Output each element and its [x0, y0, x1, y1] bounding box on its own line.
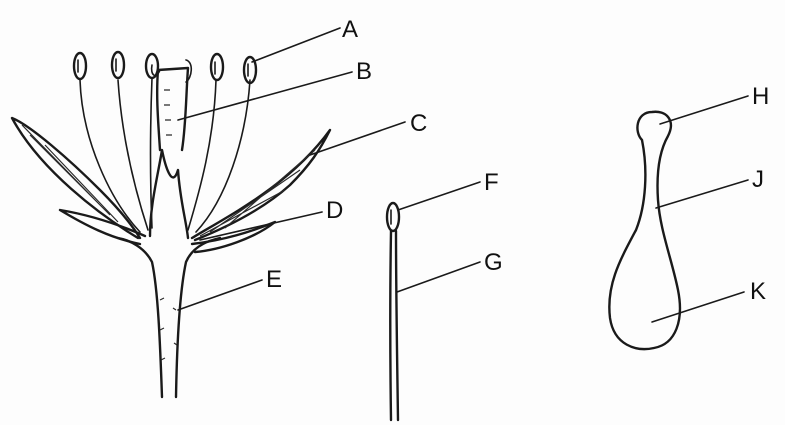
stigma-hatch: [164, 90, 172, 135]
leader-J: [656, 180, 748, 208]
anther-1: [74, 53, 86, 79]
stalk-hatch: [160, 298, 177, 360]
filament-2: [118, 80, 148, 230]
leader-F: [398, 182, 480, 210]
leader-E: [178, 280, 262, 310]
leader-B: [178, 72, 352, 120]
stigma-column: [157, 68, 188, 150]
pistil-drawing: [609, 96, 748, 349]
pistil-outline: [609, 112, 680, 349]
leader-G: [397, 262, 480, 292]
leader-H: [660, 96, 748, 124]
anther-2: [112, 52, 124, 78]
label-A: A: [342, 16, 358, 43]
filament-1: [80, 80, 140, 232]
label-J: J: [752, 166, 764, 193]
anther-4: [211, 54, 223, 80]
stalk: [118, 238, 220, 397]
ovary: [150, 150, 188, 238]
stamen-drawing: [387, 182, 480, 420]
label-D: D: [326, 197, 343, 224]
flower-drawing: [12, 28, 405, 397]
label-F: F: [484, 169, 499, 196]
label-H: H: [752, 83, 769, 110]
label-B: B: [356, 58, 372, 85]
petal-right-upper: [192, 130, 330, 240]
label-G: G: [484, 249, 503, 276]
filament-4: [188, 80, 216, 230]
stamen-filament: [390, 231, 398, 420]
petal-left-upper-hatch: [22, 125, 118, 222]
leader-K: [652, 292, 744, 322]
label-C: C: [410, 110, 427, 137]
label-K: K: [750, 278, 766, 305]
filament-3: [151, 78, 153, 228]
leader-A: [252, 28, 340, 62]
stamen-anther: [387, 203, 399, 231]
label-E: E: [266, 266, 282, 293]
